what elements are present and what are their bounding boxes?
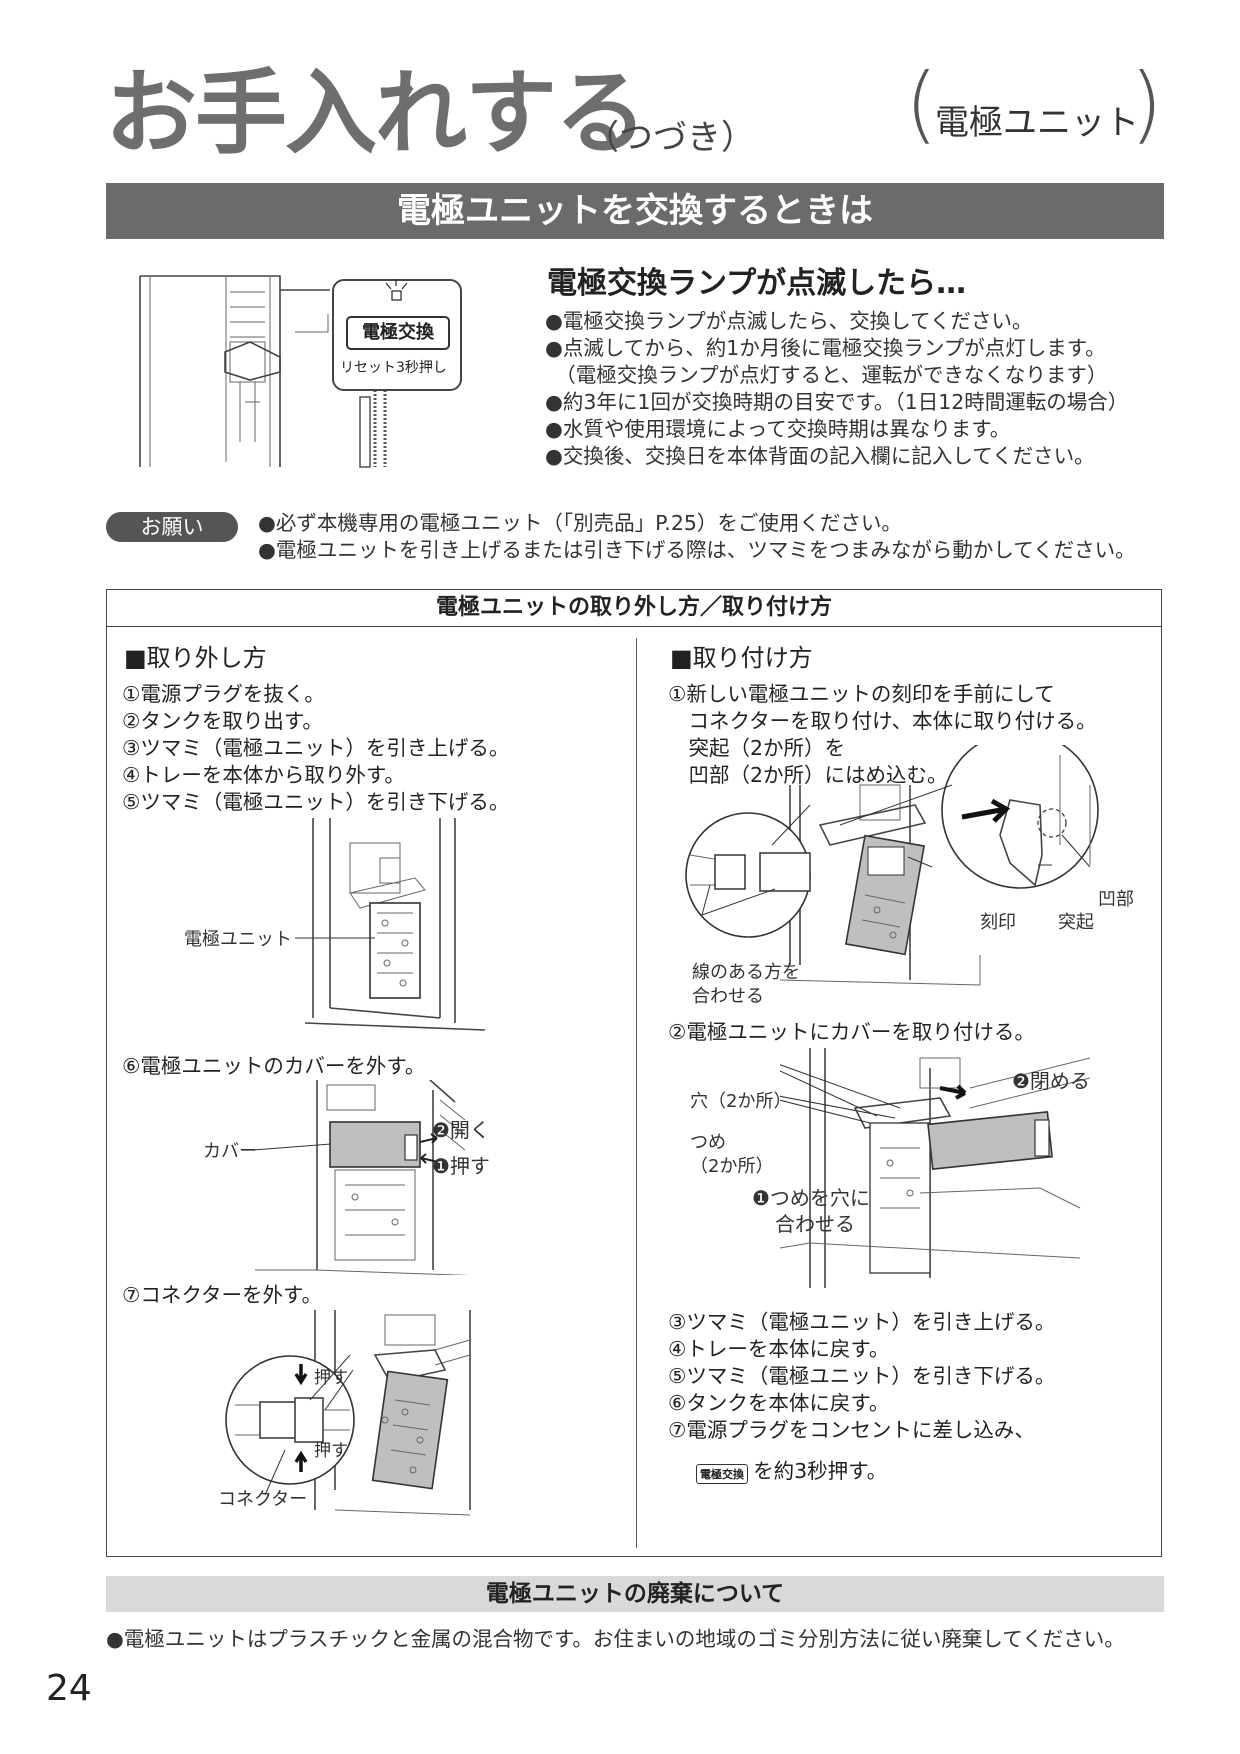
electrode-replace-key-icon: 電極交換	[696, 1463, 748, 1484]
align-claw-label-2: 合わせる	[775, 1212, 855, 1236]
claw-count-label: （2か所）	[690, 1156, 774, 1177]
lamp-heading: 電極交換ランプが点滅したら…	[547, 266, 967, 301]
disposal-heading: 電極ユニットの廃棄について	[106, 1576, 1164, 1612]
list-item: ①電源プラグを抜く。	[122, 682, 325, 706]
connector-removal-figure	[225, 1310, 471, 1516]
list-item: ②タンクを取り出す。	[122, 709, 323, 733]
list-item: ●点滅してから、約1か月後に電極交換ランプが点灯します。	[545, 336, 1106, 360]
section-tag-paren-close: )	[1130, 55, 1163, 153]
install-step-1: ①新しい電極ユニットの刻印を手前にして コネクターを取り付け、本体に取り付ける。…	[668, 681, 1097, 789]
list-item: ③ツマミ（電極ユニット）を引き上げる。	[668, 1310, 1056, 1334]
removal-steps: ①電源プラグを抜く。 ②タンクを取り出す。 ③ツマミ（電極ユニット）を引き上げる…	[122, 681, 509, 816]
close-label: ❷閉める	[1012, 1069, 1090, 1093]
column-divider	[636, 638, 637, 1548]
recess-label: 凹部	[1098, 889, 1134, 910]
list-item: ●水質や使用環境によって交換時期は異なります。	[545, 417, 1011, 441]
list-item: コネクターを取り付け、本体に取り付ける。	[668, 709, 1097, 733]
push-label: ❶押す	[432, 1154, 490, 1178]
electrode-replace-button[interactable]: 電極交換	[346, 316, 450, 350]
list-item: ④トレーを本体から取り外す。	[122, 763, 405, 787]
align-line-label: 線のある方を	[692, 962, 800, 983]
procedure-title: 電極ユニットの取り外し方／取り付け方	[106, 589, 1162, 627]
request-badge: お願い	[106, 512, 238, 542]
intro-bullets: ●電極交換ランプが点滅したら、交換してください。 ●点滅してから、約1か月後に電…	[545, 308, 1128, 470]
align-line-label-2: 合わせる	[692, 986, 764, 1007]
list-item: 凹部（2か所）にはめ込む。	[668, 763, 948, 787]
disposal-text: ●電極ユニットはプラスチックと金属の混合物です。お住まいの地域のゴミ分別方法に従…	[106, 1627, 1125, 1651]
lamp-blink-icon	[385, 279, 408, 301]
list-item: ⑤ツマミ（電極ユニット）を引き下げる。	[122, 790, 510, 814]
install-step-7-line2: 電極交換 を約3秒押す。	[696, 1458, 887, 1485]
unit-front-illustration	[139, 275, 387, 468]
control-panel-callout: 電極交換 リセット3秒押し	[332, 279, 462, 391]
page-title-suffix: （つづき）	[585, 118, 755, 158]
removal-heading: ■取り外し方	[124, 644, 267, 672]
electrode-unit-label: 電極ユニット	[184, 929, 292, 950]
list-item: ●必ず本機専用の電極ユニット（「別売品」P.25）をご使用ください。	[258, 511, 902, 535]
cover-label: カバー	[203, 1141, 257, 1162]
cover-removal-figure	[255, 1080, 471, 1275]
connector-label: コネクター	[218, 1489, 308, 1510]
list-item: ⑥タンクを本体に戻す。	[668, 1391, 890, 1415]
install-step-7-tail: を約3秒押す。	[753, 1459, 888, 1483]
push-bottom-label: 押す	[314, 1441, 348, 1461]
reset-instruction: リセット3秒押し	[340, 360, 447, 376]
removal-step-6: ⑥電極ユニットのカバーを外す。	[122, 1054, 426, 1078]
install-step-2: ②電極ユニットにカバーを取り付ける。	[668, 1020, 1035, 1044]
list-item: ●電極交換ランプが点滅したら、交換してください。	[545, 309, 1033, 333]
cover-attach-figure	[780, 1048, 1091, 1288]
list-item: （電極交換ランプが点灯すると、運転ができなくなります）	[545, 363, 1108, 387]
list-item: ③ツマミ（電極ユニット）を引き上げる。	[122, 736, 510, 760]
page-title: お手入れする	[105, 60, 647, 167]
removal-step-7: ⑦コネクターを外す。	[122, 1283, 323, 1307]
procedure-box	[106, 589, 1162, 1557]
protrusion-label: 突起	[1058, 912, 1094, 933]
electrode-unit-figure	[295, 818, 486, 1031]
hole-label: 穴（2か所）	[690, 1091, 792, 1112]
list-item: ⑦電源プラグをコンセントに差し込み、	[668, 1418, 1035, 1442]
align-claw-label: ❶つめを穴に	[752, 1186, 870, 1210]
mark-label: 刻印	[980, 912, 1016, 933]
page-number: 24	[46, 1668, 92, 1709]
open-label: ❷開く	[432, 1118, 490, 1142]
section-tag: 電極ユニット	[935, 103, 1139, 143]
list-item: 突起（2か所）を	[668, 736, 846, 760]
list-item: ●約3年に1回が交換時期の目安です。（1日12時間運転の場合）	[545, 390, 1129, 414]
request-list: ●必ず本機専用の電極ユニット（「別売品」P.25）をご使用ください。 ●電極ユニ…	[258, 510, 1136, 564]
list-item: ①新しい電極ユニットの刻印を手前にして	[668, 682, 1055, 706]
section-banner: 電極ユニットを交換するときは	[106, 183, 1164, 239]
install-unit-figure	[685, 745, 1099, 986]
section-tag-paren-open: (	[905, 55, 938, 153]
install-steps-3-7: ③ツマミ（電極ユニット）を引き上げる。 ④トレーを本体に戻す。 ⑤ツマミ（電極ユ…	[668, 1309, 1055, 1444]
install-heading: ■取り付け方	[670, 644, 813, 672]
list-item: ●電極ユニットを引き上げるまたは引き下げる際は、ツマミをつまみながら動かしてくだ…	[258, 538, 1136, 562]
list-item: ⑤ツマミ（電極ユニット）を引き下げる。	[668, 1364, 1056, 1388]
push-top-label: 押す	[314, 1368, 348, 1388]
claw-label: つめ	[690, 1132, 726, 1153]
list-item: ●交換後、交換日を本体背面の記入欄に記入してください。	[545, 444, 1095, 468]
list-item: ④トレーを本体に戻す。	[668, 1337, 890, 1361]
